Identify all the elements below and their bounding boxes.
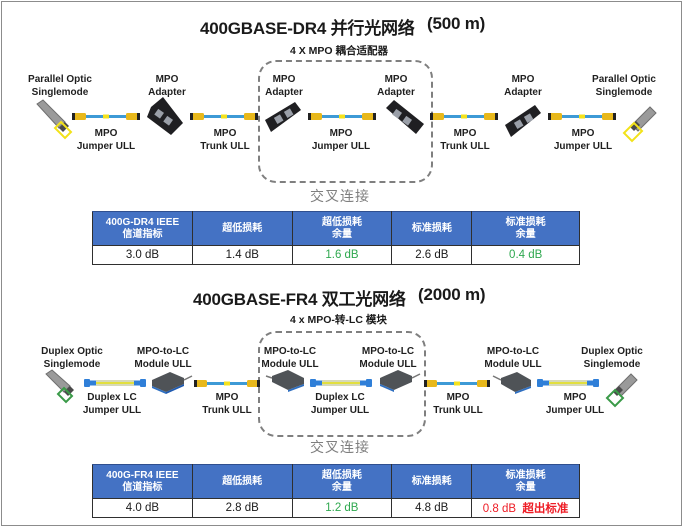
dr4-cross-connect-box xyxy=(258,60,433,183)
sfp-transceiver-icon xyxy=(45,369,74,404)
qsfp-transceiver-icon xyxy=(622,106,657,143)
table-cell: 1.6 dB xyxy=(291,245,393,265)
duplex-lc-jumper-cable-icon xyxy=(84,379,146,387)
dr4-cross-connect-label: 交叉连接 xyxy=(310,188,370,204)
table-cell: 2.6 dB xyxy=(391,245,473,265)
table-cell: 4.0 dB xyxy=(92,498,193,518)
dr4-subtitle: 4 X MPO 耦合适配器 xyxy=(290,45,389,57)
mpo-jumper-cable-icon xyxy=(548,113,616,120)
table-header-cell: 超低损耗余量 xyxy=(291,464,393,499)
table-header-cell: 超低损耗 xyxy=(191,464,293,499)
mpo-jumper-cable-icon xyxy=(72,113,140,120)
mpo-adapter-icon xyxy=(265,102,301,132)
mpo-to-lc-module-icon xyxy=(380,370,421,392)
mpo-trunk-cable-icon xyxy=(194,380,260,387)
fr4-title: 400GBASE-FR4 双工光网络 xyxy=(193,290,406,309)
fr4-distance: (2000 m) xyxy=(418,285,486,304)
dr4-title: 400GBASE-DR4 并行光网络 xyxy=(200,19,415,38)
fr4-subtitle: 4 x MPO-转-LC 模块 xyxy=(290,314,387,326)
sfp-transceiver-icon xyxy=(605,373,638,408)
fr4-cross-connect-label: 交叉连接 xyxy=(310,439,370,455)
table-cell: 1.2 dB xyxy=(291,498,393,518)
mpo-adapter-icon xyxy=(505,105,541,137)
table-cell: 1.4 dB xyxy=(191,245,293,265)
table-row: 3.0 dB 1.4 dB 1.6 dB 2.6 dB 0.4 dB xyxy=(92,245,580,265)
mpo-adapter-icon xyxy=(386,100,424,134)
table-header-cell: 超低损耗余量 xyxy=(291,211,393,246)
table-cell: 3.0 dB xyxy=(92,245,193,265)
table-cell: 0.4 dB xyxy=(471,245,580,265)
mpo-jumper-cable-icon xyxy=(308,113,376,120)
duplex-lc-jumper-cable-icon xyxy=(310,379,372,387)
mpo-trunk-cable-icon xyxy=(424,380,490,387)
mpo-to-lc-module-icon xyxy=(265,370,304,392)
exceeded-note: 超出标准 xyxy=(522,503,569,515)
mpo-to-lc-module-icon xyxy=(492,372,531,394)
mpo-trunk-cable-icon xyxy=(430,113,498,120)
dr4-distance: (500 m) xyxy=(427,14,486,33)
table-row: 4.0 dB 2.8 dB 1.2 dB 4.8 dB 0.8 dB 超出标准 xyxy=(92,498,580,518)
duplex-lc-jumper-cable-icon xyxy=(537,379,599,387)
table-cell-exceeded: 0.8 dB 超出标准 xyxy=(471,498,580,518)
table-header-cell: 超低损耗 xyxy=(191,211,293,246)
table-cell: 4.8 dB xyxy=(391,498,473,518)
mpo-trunk-cable-icon xyxy=(190,113,258,120)
table-cell: 2.8 dB xyxy=(191,498,293,518)
table-header-cell: 标准损耗余量 xyxy=(471,464,580,499)
qsfp-transceiver-icon xyxy=(36,99,73,140)
table-header-cell: 标准损耗余量 xyxy=(471,211,580,246)
table-header-cell: 标准损耗 xyxy=(391,211,473,246)
table-header-cell: 标准损耗 xyxy=(391,464,473,499)
mpo-to-lc-module-icon xyxy=(152,372,193,394)
mpo-adapter-icon xyxy=(147,97,183,135)
margin-value: 0.8 dB xyxy=(482,503,517,515)
